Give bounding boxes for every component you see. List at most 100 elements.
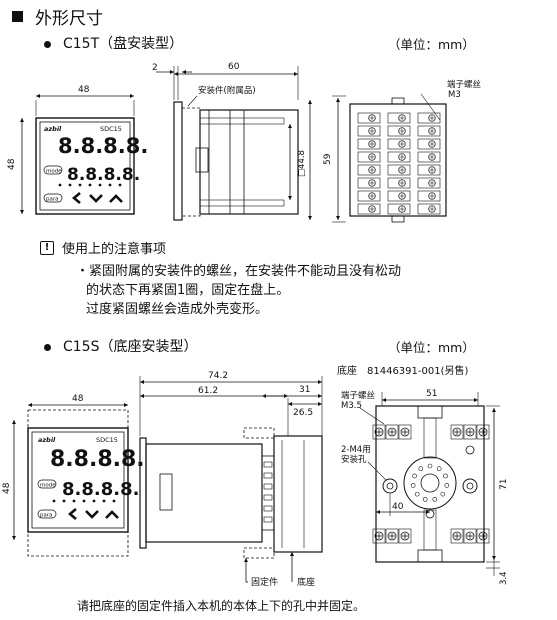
screw-slot-icon bbox=[429, 180, 435, 186]
c15s-width-dim: 48 bbox=[72, 394, 84, 404]
terminal-screw-icon bbox=[368, 127, 376, 135]
panel-cut-dim: □44.8 bbox=[297, 150, 307, 177]
terminal-screw-icon bbox=[374, 427, 384, 437]
socket-pin-hole bbox=[444, 483, 450, 488]
screw-slot-icon bbox=[399, 154, 405, 160]
bracket-label: 安装件(附属品) bbox=[198, 85, 256, 96]
terminal-screw-icon bbox=[387, 427, 397, 437]
arrow-keys[interactable] bbox=[71, 192, 123, 204]
terminal-screw-icon bbox=[452, 531, 462, 541]
screw-slot-icon bbox=[402, 533, 408, 539]
terminal-cell bbox=[417, 164, 441, 176]
para-key[interactable] bbox=[43, 193, 63, 203]
pin-contact bbox=[263, 461, 273, 468]
terminal-cell bbox=[398, 528, 412, 544]
socket-pin-hole bbox=[440, 491, 446, 497]
mode-key[interactable] bbox=[37, 479, 57, 489]
c15t-rear-view bbox=[332, 93, 447, 223]
pin-contact bbox=[263, 516, 273, 523]
socket-pin-hole bbox=[410, 483, 416, 488]
terminal-cell bbox=[463, 528, 477, 544]
terminal-cell bbox=[417, 177, 441, 189]
screw-slot-icon bbox=[399, 206, 405, 212]
brand-logo: azbil bbox=[38, 436, 56, 444]
brand-logo: azbil bbox=[44, 125, 62, 133]
square-bullet-icon bbox=[12, 11, 23, 22]
c15t-heading: C15T（盘安装型） bbox=[44, 33, 183, 53]
bullet-icon bbox=[44, 343, 51, 351]
screw-slot-icon bbox=[389, 429, 395, 435]
overall-depth-dim: 74.2 bbox=[208, 371, 228, 381]
terminal-screw-icon bbox=[368, 192, 376, 200]
base-height-dim: 71 bbox=[499, 479, 509, 490]
rear-height-dim: 59 bbox=[323, 153, 333, 165]
arrow-keys[interactable] bbox=[67, 508, 119, 520]
screw-slot-icon bbox=[369, 180, 375, 186]
screw-slot-icon bbox=[399, 167, 405, 173]
terminal-cell bbox=[417, 190, 441, 202]
terminal-cell bbox=[450, 528, 464, 544]
terminal-cell bbox=[387, 177, 411, 189]
terminal-cell bbox=[357, 164, 381, 176]
terminal-screw-icon bbox=[428, 192, 436, 200]
fix-label: 固定件 bbox=[251, 576, 278, 588]
para-key[interactable] bbox=[37, 509, 57, 519]
status-leds bbox=[52, 499, 116, 503]
screw-slot-icon bbox=[369, 128, 375, 134]
screw-slot-icon bbox=[402, 429, 408, 435]
terminal-cell bbox=[476, 528, 490, 544]
c15t-side-view bbox=[156, 66, 312, 221]
screw-slot-icon bbox=[389, 533, 395, 539]
terminal-cell bbox=[387, 203, 411, 215]
base-terminal-screws bbox=[372, 424, 490, 544]
terminal-cell bbox=[417, 125, 441, 137]
footnote: 请把底座的固定件插入本机的本体上下的孔中并固定。 bbox=[77, 599, 366, 613]
side-terminal-pins bbox=[263, 461, 273, 523]
terminal-screw-icon bbox=[398, 114, 406, 122]
screw-slot-icon bbox=[399, 128, 405, 134]
section-title-text: 外形尺寸 bbox=[35, 9, 103, 29]
hole-label-2: 安装孔 bbox=[341, 454, 367, 465]
screw-slot-icon bbox=[399, 141, 405, 147]
terminal-screw-icon bbox=[387, 531, 397, 541]
screw-slot-icon bbox=[399, 180, 405, 186]
terminal-screw-icon bbox=[465, 427, 475, 437]
mode-key[interactable] bbox=[43, 165, 63, 175]
up-arrow-icon bbox=[109, 194, 123, 203]
terminal-cell bbox=[398, 424, 412, 440]
terminal-cell bbox=[417, 112, 441, 124]
terminal-screw-icon bbox=[398, 140, 406, 148]
terminal-cell bbox=[417, 151, 441, 163]
screw-slot-icon bbox=[399, 115, 405, 121]
terminal-screw-icon bbox=[465, 531, 475, 541]
base-terminal-label: 端子螺丝 bbox=[341, 390, 376, 401]
terminal-cell bbox=[357, 151, 381, 163]
terminal-cell bbox=[357, 203, 381, 215]
terminal-grid bbox=[357, 112, 441, 215]
screw-slot-icon bbox=[429, 193, 435, 199]
terminal-screw-icon bbox=[428, 153, 436, 161]
screw-slot-icon bbox=[480, 429, 486, 435]
terminal-screw-icon bbox=[428, 114, 436, 122]
socket-pin-hole bbox=[412, 473, 417, 479]
hole-label: 2-M4用 bbox=[341, 445, 371, 455]
socket-pin-hole bbox=[418, 466, 424, 471]
terminal-screw-icon bbox=[368, 179, 376, 187]
para-key-label: para bbox=[40, 513, 53, 519]
down-arrow-icon bbox=[85, 510, 99, 519]
socket-pin-hole bbox=[443, 473, 448, 479]
down-arrow-icon bbox=[89, 194, 103, 203]
socket-pin-ring bbox=[410, 463, 450, 502]
screw-slot-icon bbox=[369, 141, 375, 147]
terminal-screw-icon bbox=[428, 140, 436, 148]
terminal-screw-icon bbox=[428, 179, 436, 187]
sv-display: 8.8.8.8. bbox=[67, 165, 140, 185]
c15s-base-view bbox=[359, 392, 500, 576]
screw-slot-icon bbox=[454, 429, 460, 435]
socket-pin-hole bbox=[414, 491, 420, 497]
bullet-icon bbox=[44, 40, 51, 48]
socket-inner-dim: 26.5 bbox=[293, 408, 313, 418]
terminal-cell bbox=[417, 203, 441, 215]
base-terminal-size: M3.5 bbox=[341, 401, 362, 411]
terminal-screw-icon bbox=[398, 153, 406, 161]
